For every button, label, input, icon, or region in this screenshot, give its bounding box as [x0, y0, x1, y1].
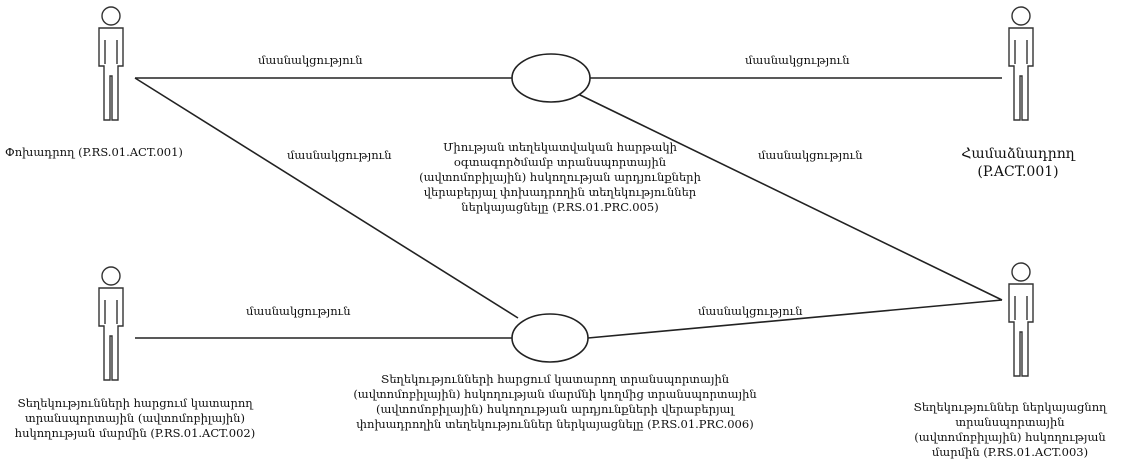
usecase-text-uc2-line: Տեղեկությունների հարցում կատարող տրանսպո… [380, 372, 730, 386]
actor-name-4: Տեղեկություններ ներկայացնող տրանսպորտայի… [905, 400, 1115, 460]
usecase-text-uc2-line: փոխադրողին տեղեկություններ ներկայացնելը … [356, 417, 754, 431]
actor-figure-2 [1008, 6, 1034, 121]
usecase-ellipse-uc2 [511, 313, 589, 363]
actor-name-4-line: Տեղեկություններ ներկայացնող [913, 400, 1107, 414]
edge-label-uc2-actor4: մասնակցություն [698, 304, 803, 318]
actor-figure-4 [1008, 262, 1034, 377]
actor-name-3-line: տրանսպորտային (ավտոմոբիլային) [25, 411, 245, 425]
actor-figure-3 [98, 266, 124, 381]
usecase-text-uc1-line: Միության տեղեկատվական հարթակի [443, 140, 677, 154]
actor-name-4-line: տրանսպորտային [955, 415, 1065, 429]
edge-label-actor3-uc2: մասնակցություն [246, 304, 351, 318]
actor-name-3: Տեղեկությունների հարցում կատարող տրանսպո… [5, 396, 265, 441]
edge-label-uc1-actor4: մասնակցություն [758, 148, 863, 162]
association-line-actor1-uc2 [134, 77, 519, 319]
actor-name-1: Փոխադրող (P.RS.01.ACT.001) [5, 145, 183, 159]
edge-label-actor1-uc2: մասնակցություն [287, 148, 392, 162]
usecase-text-uc1-line: (ավտոմոբիլային) հսկողության արդյունքների [419, 170, 701, 184]
edge-label-uc1-actor2: մասնակցություն [745, 53, 850, 67]
usecase-text-uc2: Տեղեկությունների հարցում կատարող տրանսպո… [350, 372, 760, 432]
association-line-uc2-actor4 [587, 299, 1003, 339]
actor-name-4-line: (ավտոմոբիլային) հսկողության [914, 430, 1106, 444]
usecase-text-uc1-line: ներկայացնելը (P.RS.01.PRC.005) [461, 200, 659, 214]
actor-name-3-line: հսկողության մարմին (P.RS.01.ACT.002) [14, 426, 256, 440]
usecase-text-uc2-line: (ավտոմոբիլային) հսկողության արդյունքների… [376, 402, 734, 416]
actor-name-3-line: Տեղեկությունների հարցում կատարող [17, 396, 253, 410]
usecase-text-uc2-line: (ավտոմոբիլային) հսկողության մարմնի կողմի… [353, 387, 757, 401]
usecase-text-uc1: Միության տեղեկատվական հարթակի օգտագործմա… [410, 140, 710, 215]
actor-figure-1 [98, 6, 124, 121]
association-line-uc1-actor4 [577, 93, 1003, 301]
usecase-text-uc1-line: օգտագործմամբ տրանսպորտային [453, 155, 667, 169]
actor-name-4-line: մարմին (P.RS.01.ACT.003) [931, 445, 1089, 459]
edge-label-actor1-uc1: մասնակցություն [258, 53, 363, 67]
usecase-text-uc1-line: վերաբերյալ փոխադրողին տեղեկություններ [423, 185, 697, 199]
usecase-ellipse-uc1 [511, 53, 591, 103]
actor-name-2: Համաձնադրող (P.ACT.001) [961, 146, 1075, 180]
